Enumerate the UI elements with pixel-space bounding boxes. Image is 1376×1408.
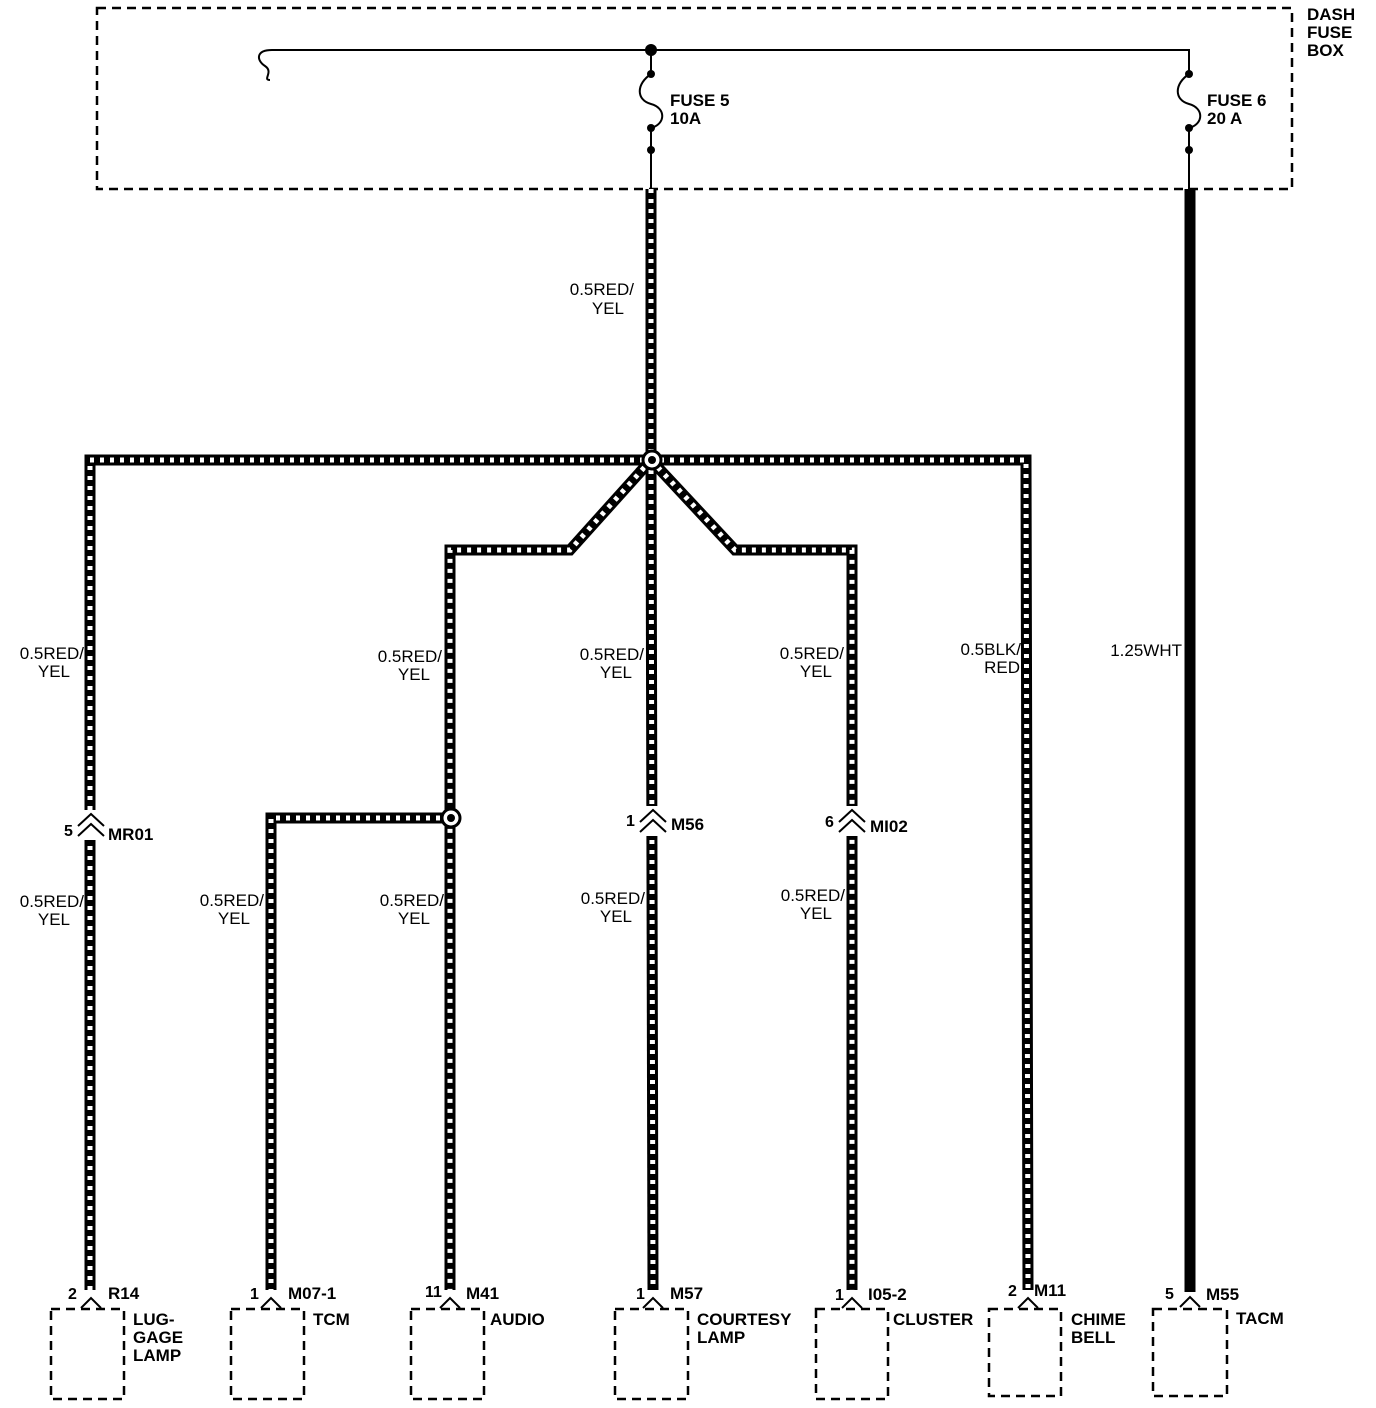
component-chime-pin: 2 — [1008, 1283, 1017, 1300]
component-chime-name-2: BELL — [1071, 1328, 1115, 1347]
component-tcm-connector: M07-1 — [288, 1284, 336, 1303]
wire-label-audio-lower-2: YEL — [398, 909, 430, 928]
wire-label-tcm-1: 0.5RED/ — [200, 891, 265, 910]
component-luggage-connector: R14 — [108, 1284, 140, 1303]
splice-points — [440, 449, 663, 829]
component-cluster-pin: 1 — [835, 1287, 844, 1304]
connector-mr01-pin: 5 — [64, 823, 73, 840]
wire-label-luggage-lower-1: 0.5RED/ — [20, 892, 85, 911]
wire-label-luggage-lower-2: YEL — [38, 910, 70, 929]
battery-bus-line — [272, 49, 1190, 72]
inline-connector-mr01: 5 MR01 — [64, 810, 153, 844]
wire-label-tacm: 1.25WHT — [1110, 641, 1182, 660]
wire-label-tcm-2: YEL — [218, 909, 250, 928]
wire-label-cluster-upper-2: YEL — [800, 662, 832, 681]
component-luggage-name-1: LUG- — [133, 1310, 175, 1329]
component-chime-bell: 2 M11 CHIME BELL — [987, 1281, 1126, 1398]
wire-labels: 0.5RED/ YEL 0.5RED/ YEL 0.5RED/ YEL 0.5R… — [20, 280, 1182, 929]
inline-connector-m56: 1 M56 — [626, 806, 704, 836]
component-chime-connector: M11 — [1034, 1281, 1066, 1300]
wire-red-yel-network — [84, 189, 1034, 1291]
wire-label-audio-lower-1: 0.5RED/ — [380, 891, 445, 910]
component-tacm-name: TACM — [1236, 1309, 1284, 1328]
component-luggage-pin: 2 — [68, 1286, 77, 1303]
connector-mi02-name: MI02 — [870, 817, 908, 836]
component-tacm: 5 M55 TACM — [1151, 1285, 1284, 1398]
wire-label-cluster-lower-2: YEL — [800, 904, 832, 923]
component-cluster: 1 I05-2 CLUSTER — [814, 1285, 973, 1401]
component-audio-pin: 11 — [425, 1284, 442, 1301]
component-courtesy-connector: M57 — [670, 1284, 703, 1303]
component-cluster-connector: I05-2 — [868, 1285, 907, 1304]
fuse-box-label-line3: BOX — [1307, 41, 1345, 60]
component-courtesy-pin: 1 — [636, 1286, 645, 1303]
connector-m56-name: M56 — [671, 815, 704, 834]
wire-label-main-1: 0.5RED/ — [570, 280, 635, 299]
fuse-6-name: FUSE 6 — [1207, 91, 1267, 110]
connector-m56-pin: 1 — [626, 813, 635, 830]
wire-label-cluster-upper-1: 0.5RED/ — [780, 644, 845, 663]
connector-mi02-pin: 6 — [825, 814, 834, 831]
fuse-box-label-line2: FUSE — [1307, 23, 1352, 42]
component-luggage-name-3: LAMP — [133, 1346, 181, 1365]
component-courtesy-name-2: LAMP — [697, 1328, 745, 1347]
component-courtesy-name-1: COURTESY — [697, 1310, 792, 1329]
component-chime-name-1: CHIME — [1071, 1310, 1126, 1329]
component-courtesy-lamp: 1 M57 COURTESY LAMP — [613, 1284, 792, 1401]
connector-mr01-name: MR01 — [108, 825, 153, 844]
fuse-5: FUSE 5 10A — [638, 50, 730, 189]
component-audio-connector: M41 — [466, 1284, 499, 1303]
component-luggage-lamp: 2 R14 LUG- GAGE LAMP — [49, 1284, 183, 1401]
component-audio-name: AUDIO — [490, 1310, 545, 1329]
wire-label-main-2: YEL — [592, 299, 624, 318]
fuse-6: FUSE 6 20 A — [1176, 70, 1267, 189]
fuse-6-rating: 20 A — [1207, 109, 1242, 128]
wire-label-audio-upper-2: YEL — [398, 665, 430, 684]
component-tcm-pin: 1 — [250, 1286, 259, 1303]
wire-label-courtesy-lower-2: YEL — [600, 907, 632, 926]
component-luggage-name-2: GAGE — [133, 1328, 183, 1347]
wire-label-luggage-upper-1: 0.5RED/ — [20, 644, 85, 663]
component-tcm: 1 M07-1 TCM — [229, 1284, 350, 1401]
component-tacm-pin: 5 — [1165, 1286, 1174, 1303]
fuse-box-outline — [95, 6, 1294, 191]
component-audio: 11 M41 AUDIO — [409, 1284, 545, 1401]
wire-label-cluster-lower-1: 0.5RED/ — [781, 886, 846, 905]
inline-connector-mi02: 6 MI02 — [825, 806, 908, 836]
component-tacm-connector: M55 — [1206, 1285, 1239, 1304]
dash-fuse-box: DASH FUSE BOX FUSE 5 10A FUSE 6 — [95, 5, 1355, 191]
wire-label-chime-2: RED — [984, 658, 1020, 677]
fuse-box-label-line1: DASH — [1307, 5, 1355, 24]
bus-input-hook — [258, 49, 273, 81]
wire-label-courtesy-upper-2: YEL — [600, 663, 632, 682]
wire-label-luggage-upper-2: YEL — [38, 662, 70, 681]
fuse-5-rating: 10A — [670, 109, 701, 128]
component-tcm-name: TCM — [313, 1310, 350, 1329]
wire-label-courtesy-upper-1: 0.5RED/ — [580, 645, 645, 664]
wire-label-audio-upper-1: 0.5RED/ — [378, 647, 443, 666]
fuse-5-name: FUSE 5 — [670, 91, 730, 110]
wire-label-chime-1: 0.5BLK/ — [961, 640, 1022, 659]
component-cluster-name: CLUSTER — [893, 1310, 973, 1329]
wire-label-courtesy-lower-1: 0.5RED/ — [581, 889, 646, 908]
